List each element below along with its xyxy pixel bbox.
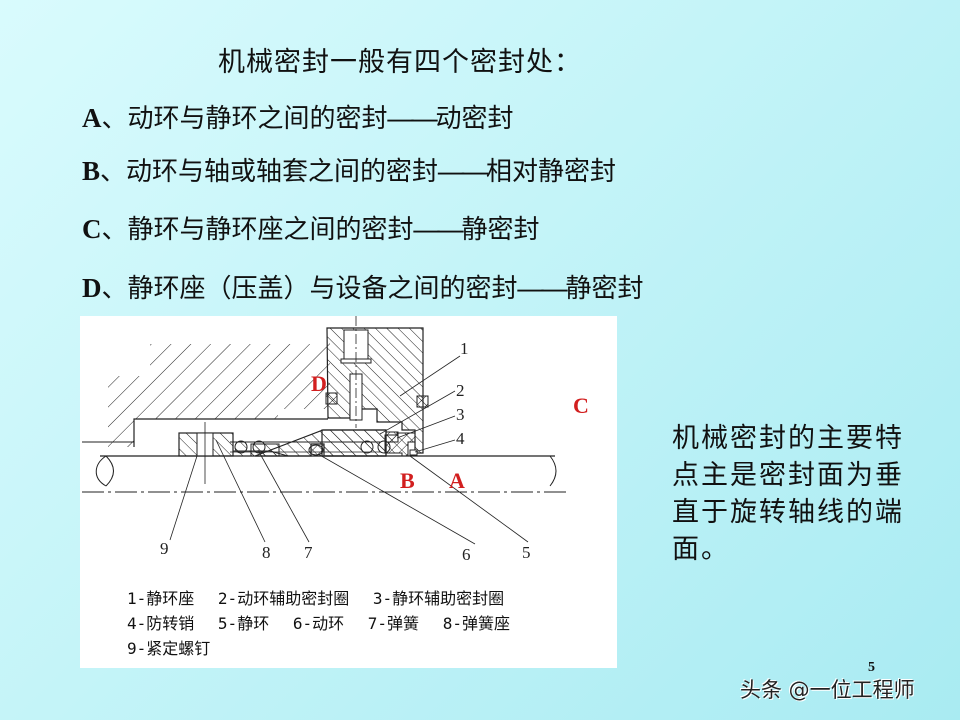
page-number: 5 — [868, 660, 875, 675]
legend-item: 8-弹簧座 — [442, 614, 510, 633]
dash: —— — [438, 157, 488, 186]
seal-type: 相对静密封 — [486, 157, 617, 187]
part-number-5: 5 — [522, 543, 531, 562]
part-number-9: 9 — [160, 539, 169, 558]
seal-description: 静环与静环座之间的密封 — [127, 215, 414, 245]
part-number-1: 1 — [460, 339, 469, 358]
seal-letter: B — [82, 156, 101, 186]
legend-item: 1-静环座 — [127, 589, 195, 608]
separator: 、 — [100, 157, 127, 187]
legend-item: 6-动环 — [292, 614, 345, 633]
mechanical-seal-diagram: 1 2 3 4 5 6 7 8 9 D C B A 1-静环座 2-动环辅助密封… — [80, 316, 617, 668]
part-number-7: 7 — [304, 543, 313, 562]
legend-item: 5-静环 — [217, 614, 270, 633]
separator: 、 — [101, 274, 128, 304]
seal-description: 静环座（压盖）与设备之间的密封 — [127, 274, 518, 304]
part-number-6: 6 — [462, 545, 471, 564]
separator: 、 — [101, 104, 128, 134]
part-number-8: 8 — [262, 543, 271, 562]
seal-label-b: B — [400, 468, 415, 493]
watermark: 头条 @一位工程师 — [740, 678, 915, 702]
dash: —— — [517, 274, 568, 303]
part-number-2: 2 — [456, 381, 465, 400]
separator: 、 — [101, 215, 128, 245]
dash: —— — [387, 104, 438, 133]
seal-label-c: C — [573, 393, 589, 418]
side-note: 机械密封的主要特点主是密封面为垂直于旋转轴线的端面。 — [672, 423, 904, 565]
seal-item-a: A、动环与静环之间的密封——动密封 — [82, 98, 514, 135]
seal-item-b: B、动环与轴或轴套之间的密封——相对静密封 — [82, 151, 616, 188]
parts-legend: 1-静环座 2-动环辅助密封圈 3-静环辅助密封圈 4-防转销 5-静环 6-动… — [127, 586, 524, 661]
seal-type: 动密封 — [435, 104, 514, 134]
slide-title: 机械密封一般有四个密封处： — [218, 47, 582, 78]
legend-item: 3-静环辅助密封圈 — [372, 589, 505, 608]
seal-type: 静密封 — [461, 215, 540, 245]
seal-description: 动环与静环之间的密封 — [127, 104, 388, 134]
seal-letter: C — [82, 214, 102, 244]
seal-type: 静密封 — [565, 274, 644, 304]
legend-item: 7-弹簧 — [367, 614, 420, 633]
legend-row: 1-静环座 2-动环辅助密封圈 3-静环辅助密封圈 — [127, 586, 524, 611]
legend-item: 9-紧定螺钉 — [127, 639, 211, 658]
legend-item: 4-防转销 — [127, 614, 195, 633]
seal-item-c: C、静环与静环座之间的密封——静密封 — [82, 209, 540, 246]
dash: —— — [413, 215, 464, 244]
seal-label-a: A — [449, 468, 465, 493]
seal-item-d: D、静环座（压盖）与设备之间的密封——静密封 — [82, 268, 644, 305]
legend-row: 4-防转销 5-静环 6-动环 7-弹簧 8-弹簧座 — [127, 611, 524, 636]
legend-item: 2-动环辅助密封圈 — [217, 589, 350, 608]
legend-row: 9-紧定螺钉 — [127, 636, 524, 661]
part-number-4: 4 — [456, 429, 465, 448]
seal-label-d: D — [311, 371, 327, 396]
seal-cross-section: 1 2 3 4 5 6 7 8 9 D C B A — [82, 316, 589, 564]
seal-description: 动环与轴或轴套之间的密封 — [126, 157, 439, 187]
seal-letter: A — [82, 103, 102, 133]
seal-letter: D — [82, 273, 102, 303]
part-number-3: 3 — [456, 405, 465, 424]
